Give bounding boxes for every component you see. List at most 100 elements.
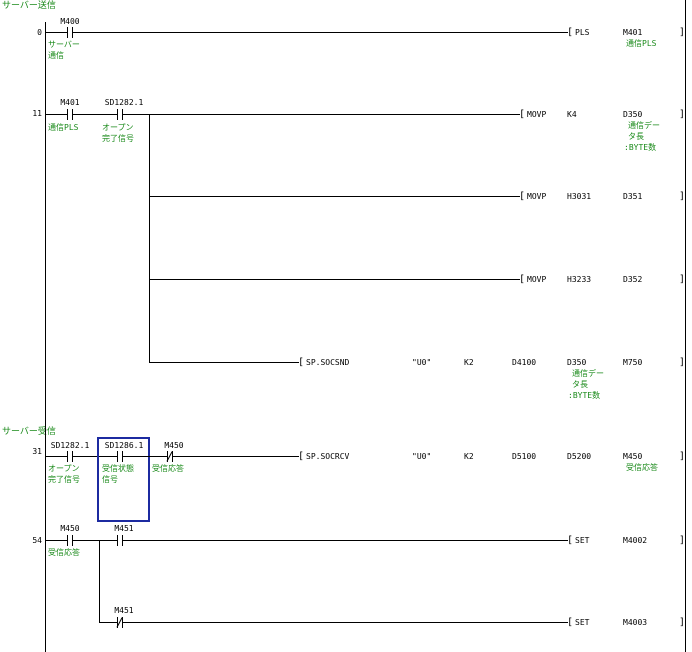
wire bbox=[130, 114, 520, 115]
instruction-operand[interactable]: H3031 bbox=[567, 192, 592, 201]
instruction-operand[interactable]: M750 bbox=[623, 358, 643, 367]
operand-comment: 通信デー bbox=[572, 369, 604, 378]
wire bbox=[99, 622, 110, 623]
device-label: SD1282.1 bbox=[50, 441, 90, 450]
device-comment: サーバー bbox=[48, 40, 80, 49]
operand-comment: :BYTE数 bbox=[624, 143, 657, 152]
instruction-operand[interactable]: D5200 bbox=[567, 452, 592, 461]
operand-comment: 受信応答 bbox=[626, 463, 658, 472]
device-comment: 受信応答 bbox=[48, 548, 80, 557]
operand-comment: :BYTE数 bbox=[568, 391, 601, 400]
instruction-operand[interactable]: D5100 bbox=[512, 452, 537, 461]
device-label: M450 bbox=[60, 524, 80, 533]
device-comment: 通信PLS bbox=[48, 123, 79, 132]
wire bbox=[130, 540, 568, 541]
device-comment: 完了信号 bbox=[102, 134, 134, 143]
instruction-bracket-close: ] bbox=[679, 191, 686, 202]
instruction-bracket-open: [ bbox=[567, 617, 574, 628]
nc-contact-m450[interactable] bbox=[160, 451, 180, 462]
operand-comment: タ長 bbox=[572, 380, 588, 389]
device-comment: オープン bbox=[48, 464, 80, 473]
instruction-bracket-open: [ bbox=[519, 191, 526, 202]
wire bbox=[130, 622, 568, 623]
no-contact-m450[interactable] bbox=[60, 535, 80, 546]
wire bbox=[45, 114, 60, 115]
device-label: SD1286.1 bbox=[104, 441, 144, 450]
section-label-server-send: サーバー送信 bbox=[2, 1, 56, 11]
instruction-operand[interactable]: D351 bbox=[623, 192, 643, 201]
instruction-bracket-close: ] bbox=[679, 27, 686, 38]
device-comment: 信号 bbox=[102, 475, 118, 484]
device-label: M400 bbox=[60, 17, 80, 26]
instruction-bracket-open: [ bbox=[519, 274, 526, 285]
instruction-operand[interactable]: D350 bbox=[567, 358, 587, 367]
no-contact-m451[interactable] bbox=[110, 535, 130, 546]
step-number: 31 bbox=[32, 447, 42, 456]
instruction-operand[interactable]: M450 bbox=[623, 452, 643, 461]
device-comment: 受信状態 bbox=[102, 464, 134, 473]
instruction-op[interactable]: SP.SOCSND bbox=[306, 358, 350, 367]
device-comment: 通信 bbox=[48, 51, 64, 60]
device-label: M450 bbox=[164, 441, 184, 450]
nc-contact-m451[interactable] bbox=[110, 617, 130, 628]
instruction-op[interactable]: MOVP bbox=[527, 275, 547, 284]
instruction-operand[interactable]: M4002 bbox=[623, 536, 648, 545]
wire bbox=[80, 456, 110, 457]
instruction-bracket-open: [ bbox=[519, 109, 526, 120]
section-label-server-receive: サーバー受信 bbox=[2, 427, 56, 437]
instruction-bracket-close: ] bbox=[679, 357, 686, 368]
instruction-operand[interactable]: K2 bbox=[464, 452, 474, 461]
instruction-operand[interactable]: D350 bbox=[623, 110, 643, 119]
cursor-selection[interactable] bbox=[97, 437, 150, 522]
device-label: M451 bbox=[114, 524, 134, 533]
step-number: 54 bbox=[32, 536, 42, 545]
instruction-op[interactable]: MOVP bbox=[527, 110, 547, 119]
instruction-op[interactable]: MOVP bbox=[527, 192, 547, 201]
left-power-rail bbox=[45, 22, 46, 652]
instruction-bracket-close: ] bbox=[679, 274, 686, 285]
instruction-op[interactable]: SP.SOCRCV bbox=[306, 452, 350, 461]
operand-comment: 通信PLS bbox=[626, 39, 657, 48]
instruction-operand[interactable]: M401 bbox=[623, 28, 643, 37]
device-comment: オープン bbox=[102, 123, 134, 132]
right-power-rail bbox=[685, 0, 686, 652]
instruction-operand[interactable]: H3233 bbox=[567, 275, 592, 284]
instruction-bracket-close: ] bbox=[679, 617, 686, 628]
no-contact-m400[interactable] bbox=[60, 27, 80, 38]
instruction-operand[interactable]: D4100 bbox=[512, 358, 537, 367]
instruction-operand[interactable]: K2 bbox=[464, 358, 474, 367]
instruction-op[interactable]: PLS bbox=[575, 28, 590, 37]
wire bbox=[45, 540, 60, 541]
instruction-operand[interactable]: "U0" bbox=[412, 452, 432, 461]
instruction-bracket-open: [ bbox=[298, 357, 305, 368]
instruction-operand[interactable]: K4 bbox=[567, 110, 577, 119]
device-comment: 完了信号 bbox=[48, 475, 80, 484]
wire bbox=[149, 279, 520, 280]
instruction-operand[interactable]: M4003 bbox=[623, 618, 648, 627]
device-comment: 受信応答 bbox=[152, 464, 184, 473]
wire bbox=[80, 32, 568, 33]
no-contact-sd1282-1[interactable] bbox=[60, 451, 80, 462]
wire bbox=[149, 196, 520, 197]
instruction-bracket-open: [ bbox=[567, 535, 574, 546]
device-label: M451 bbox=[114, 606, 134, 615]
wire bbox=[45, 456, 60, 457]
instruction-op[interactable]: SET bbox=[575, 618, 590, 627]
device-label: SD1282.1 bbox=[104, 98, 144, 107]
instruction-bracket-close: ] bbox=[679, 535, 686, 546]
wire bbox=[45, 32, 60, 33]
branch-line bbox=[99, 540, 100, 623]
instruction-bracket-close: ] bbox=[679, 451, 686, 462]
instruction-operand[interactable]: "U0" bbox=[412, 358, 432, 367]
wire bbox=[130, 456, 160, 457]
instruction-op[interactable]: SET bbox=[575, 536, 590, 545]
instruction-operand[interactable]: D352 bbox=[623, 275, 643, 284]
no-contact-sd1286-1[interactable] bbox=[110, 451, 130, 462]
step-number: 11 bbox=[32, 109, 42, 118]
no-contact-sd1282-1[interactable] bbox=[110, 109, 130, 120]
branch-line bbox=[149, 114, 150, 362]
no-contact-m401[interactable] bbox=[60, 109, 80, 120]
wire bbox=[180, 456, 299, 457]
instruction-bracket-open: [ bbox=[567, 27, 574, 38]
